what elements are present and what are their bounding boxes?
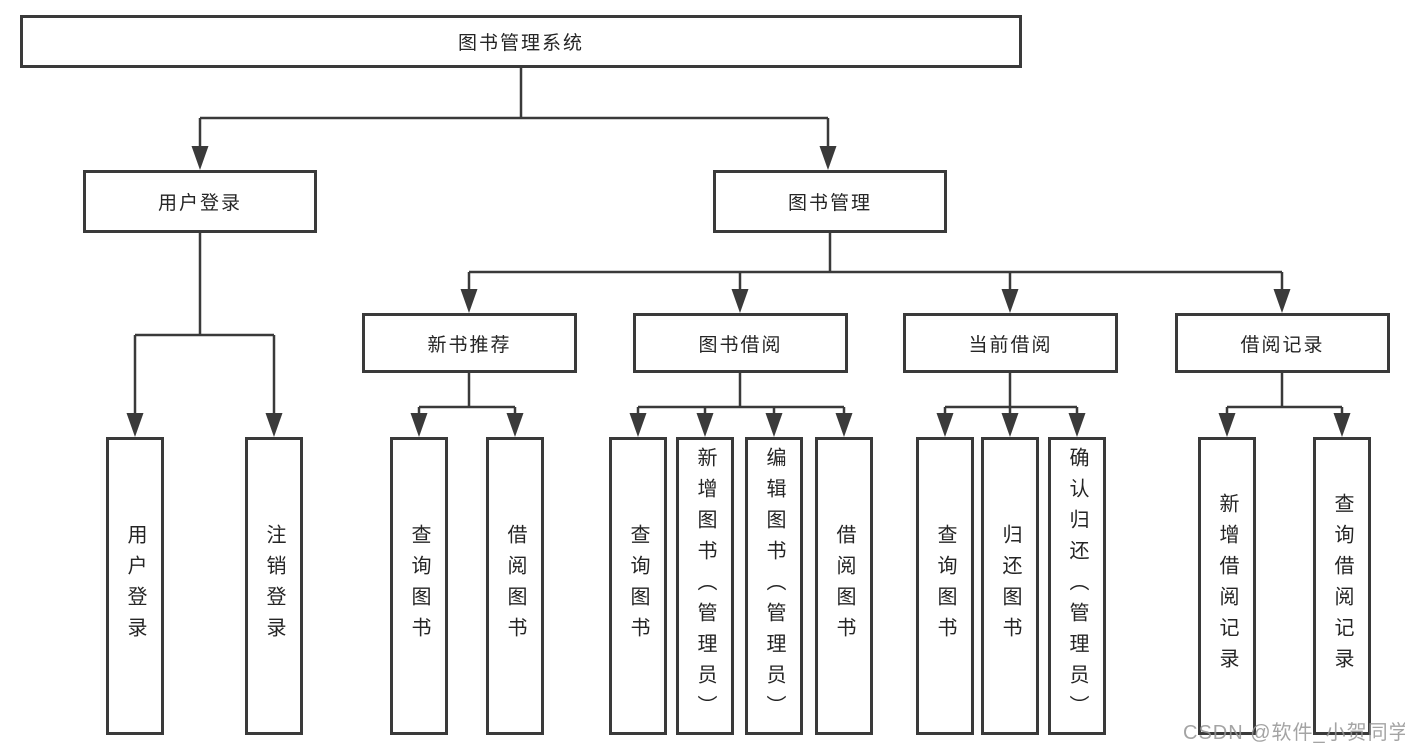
arrow-down-icon bbox=[460, 289, 478, 313]
arrow-down-icon bbox=[265, 413, 283, 437]
csdn-watermark: CSDN @软件_小贺同学 bbox=[1183, 722, 1405, 744]
leaf-logout: 注销登录 bbox=[245, 437, 303, 735]
node-user-login: 用户登录 bbox=[83, 170, 317, 233]
node-label: 确认归还（管理员） bbox=[1066, 446, 1088, 726]
node-book-borrowing: 图书借阅 bbox=[633, 313, 848, 373]
arrow-down-icon bbox=[1273, 289, 1291, 313]
node-label: 新增借阅记录 bbox=[1216, 493, 1238, 679]
node-label: 注销登录 bbox=[263, 524, 285, 648]
arrow-down-icon bbox=[1218, 413, 1236, 437]
node-label: 归还图书 bbox=[999, 524, 1021, 648]
node-label: 查询图书 bbox=[408, 524, 430, 648]
node-label: 图书借阅 bbox=[698, 334, 783, 356]
node-label: 借阅图书 bbox=[833, 524, 855, 648]
arrow-down-icon bbox=[629, 413, 647, 437]
arrowhead-icons bbox=[126, 146, 1351, 437]
arrow-down-icon bbox=[1068, 413, 1086, 437]
node-label: 查询借阅记录 bbox=[1331, 493, 1353, 679]
node-label: 新书推荐 bbox=[427, 334, 512, 356]
arrow-down-icon bbox=[696, 413, 714, 437]
node-label: 当前借阅 bbox=[968, 334, 1053, 356]
leaf-query-books-borrowing: 查询图书 bbox=[609, 437, 667, 735]
arrow-down-icon bbox=[765, 413, 783, 437]
arrow-down-icon bbox=[1333, 413, 1351, 437]
arrow-down-icon bbox=[936, 413, 954, 437]
node-label: 用户登录 bbox=[124, 524, 146, 648]
node-label: 新增图书（管理员） bbox=[694, 446, 716, 726]
leaf-query-books-recommend: 查询图书 bbox=[390, 437, 448, 735]
node-current-borrowing: 当前借阅 bbox=[903, 313, 1118, 373]
node-label: 图书管理系统 bbox=[457, 33, 584, 54]
leaf-edit-books-admin: 编辑图书（管理员） bbox=[745, 437, 803, 735]
node-borrowing-records: 借阅记录 bbox=[1175, 313, 1390, 373]
leaf-query-borrow-record: 查询借阅记录 bbox=[1313, 437, 1371, 735]
arrow-down-icon bbox=[506, 413, 524, 437]
arrow-down-icon bbox=[731, 289, 749, 313]
node-label: 查询图书 bbox=[934, 524, 956, 648]
node-label: 查询图书 bbox=[627, 524, 649, 648]
leaf-add-books-admin: 新增图书（管理员） bbox=[676, 437, 734, 735]
arrow-down-icon bbox=[835, 413, 853, 437]
node-label: 用户登录 bbox=[157, 193, 242, 214]
arrow-down-icon bbox=[1001, 289, 1019, 313]
arrow-down-icon bbox=[191, 146, 209, 170]
arrow-down-icon bbox=[410, 413, 428, 437]
node-label: 借阅记录 bbox=[1240, 334, 1325, 356]
leaf-confirm-return-admin: 确认归还（管理员） bbox=[1048, 437, 1106, 735]
leaf-borrow-books-recommend: 借阅图书 bbox=[486, 437, 544, 735]
leaf-user-login: 用户登录 bbox=[106, 437, 164, 735]
arrow-down-icon bbox=[1001, 413, 1019, 437]
leaf-query-books-current: 查询图书 bbox=[916, 437, 974, 735]
node-library-management-system: 图书管理系统 bbox=[20, 15, 1022, 68]
node-book-management: 图书管理 bbox=[713, 170, 947, 233]
tree-edges bbox=[133, 68, 1344, 415]
node-label: 编辑图书（管理员） bbox=[763, 446, 785, 726]
node-new-book-recommendation: 新书推荐 bbox=[362, 313, 577, 373]
arrow-down-icon bbox=[126, 413, 144, 437]
node-label: 图书管理 bbox=[787, 193, 872, 214]
arrow-down-icon bbox=[819, 146, 837, 170]
node-label: 借阅图书 bbox=[504, 524, 526, 648]
leaf-borrow-books: 借阅图书 bbox=[815, 437, 873, 735]
leaf-return-books: 归还图书 bbox=[981, 437, 1039, 735]
leaf-add-borrow-record: 新增借阅记录 bbox=[1198, 437, 1256, 735]
